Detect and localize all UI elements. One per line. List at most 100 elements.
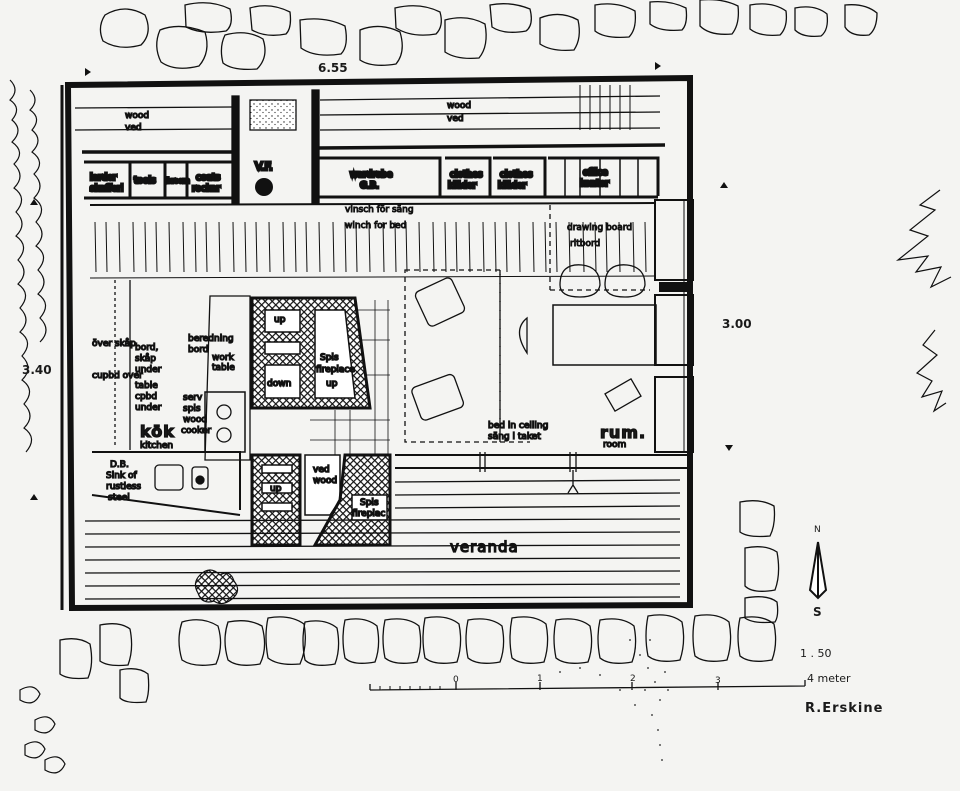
label-over-skap: över skåp [92,338,136,349]
scale-bar: 1 . 50 0 1 2 3 4 meter [369,647,851,691]
label-wood-cooker-1: wood [183,415,207,425]
board-line [382,221,385,273]
dimension-depth-left: 3.40 [22,363,52,377]
dimension-marks: 6.55 3.40 3.00 [22,61,752,500]
veranda-plank [84,570,681,574]
label-sink-1: Sink of [106,471,137,481]
board-line [305,221,308,273]
dimension-depth-right: 3.00 [722,317,752,331]
label-fireplace-1: fireplace [316,365,355,375]
corridor-boarding: vinsch för säng winch for bed drawing bo… [89,202,656,279]
label-down: down [267,379,291,389]
label-kitchen: kitchen [140,441,173,451]
label-ritbord: ritbord [570,239,600,249]
veranda-plank [394,479,681,483]
veranda-plank [84,518,681,522]
board-line [118,221,121,273]
label-vinsch: vinsch för säng [345,205,414,215]
label-up-1: up [274,315,286,325]
label-veranda: veranda [450,538,519,556]
label-cupbd-over: cupbd over [92,371,143,381]
storage-row: larder skafferi tools broom coats rockar… [84,156,660,200]
board-line [105,221,108,273]
label-drawing-board: drawing board [567,223,632,233]
label-clothes-2: clothes [500,170,533,180]
dimension-width: 6.55 [318,61,348,75]
fireplace-core: up down up up Spis fireplace ved wood Sp… [250,296,392,547]
scale-tick-4: 4 meter [807,672,851,685]
board-line [494,221,497,273]
board-line [155,221,158,273]
label-ved-left: ved [125,123,142,133]
label-spis: spis [183,404,201,414]
board-line [632,221,635,273]
board-line [244,221,247,273]
label-broom: broom [167,177,190,185]
north-arrow: N S [808,525,828,619]
board-line [355,221,358,273]
board-line [182,221,185,273]
board-line [132,221,135,273]
board-line [555,221,558,273]
board-line [94,221,97,273]
label-wood-right: wood [447,101,471,111]
board-line [618,221,621,273]
label-work-table: table [212,363,235,373]
label-klader-2: kläder [498,181,526,191]
board-line [568,221,571,273]
board-line [332,221,335,273]
scale-ratio: 1 . 50 [800,647,832,660]
label-spis-fireplace-2: Spis [360,498,379,508]
label-larder: larder [90,173,117,183]
label-sink-2: rustless [106,482,141,492]
veranda-plank [394,505,681,509]
veranda-plank [84,583,681,587]
board-line [518,221,521,273]
architect-signature: R.Erskine [805,701,883,716]
label-klader-1: kläder [448,181,476,191]
board-line [168,221,171,273]
label-sink-3: steel [108,493,130,503]
board-line [432,221,435,273]
label-up-3: up [270,484,282,494]
scale-tick-0: 0 [453,675,459,685]
board-line [255,221,258,273]
scale-tick-2: 2 [630,674,636,684]
label-kontor: kontor [580,179,609,189]
label-spis-fireplace-1: Spis [320,353,339,363]
label-gb: G.B. [360,181,379,191]
label-bed-ceiling: bed in ceiling [488,421,548,431]
veranda-plank [84,544,681,548]
label-db: D.B. [110,460,129,470]
label-clothes-1: clothes [450,170,483,180]
label-up-2: up [326,379,338,389]
veranda-plank [394,492,681,496]
board-line [582,221,585,273]
label-wardrobe: wardrobe [350,170,393,180]
board-line [594,221,597,273]
board-line [218,221,221,273]
board-line [544,221,547,273]
board-line [205,221,208,273]
label-wood-cooker-2: cooker [181,426,211,436]
label-under-2: under [135,403,162,413]
label-vf: V.F. [255,160,273,173]
board-line [644,221,647,273]
label-kok: kök [140,422,175,441]
kitchen: över skåp cupbd over bord, skåp under ta… [91,280,251,516]
label-ved-right: ved [447,114,464,124]
gravel-path [559,639,669,761]
label-room: room [603,440,626,450]
vegetation-left [9,79,239,774]
exterior-walls [60,74,693,612]
board-line [505,221,508,273]
woodshed: wood ved wood ved [74,85,666,205]
label-skap: skåp [135,353,156,364]
board-line [368,221,371,273]
label-table: table [135,381,158,391]
label-ved-wood-1: ved [313,465,330,475]
label-ved-wood-2: wood [313,476,337,486]
label-rockar: rockar [192,184,221,194]
board-line [144,221,147,273]
